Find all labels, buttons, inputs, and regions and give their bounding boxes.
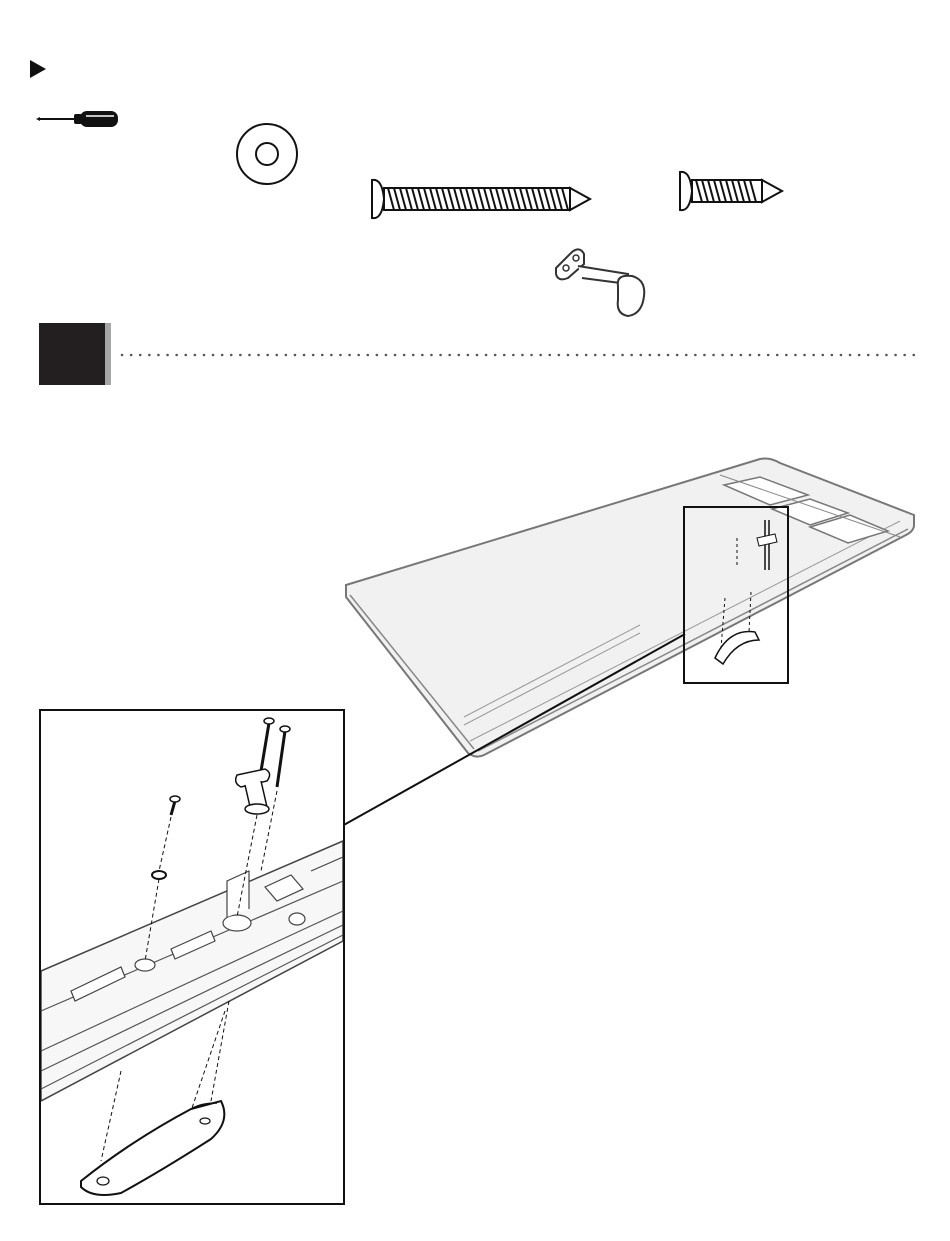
play-arrow-icon	[28, 58, 48, 80]
callout-leader-line	[340, 630, 690, 830]
phillips-screwdriver-icon	[36, 108, 120, 130]
detail-callout-box	[683, 506, 789, 684]
detail-zoom-view	[39, 709, 345, 1205]
l-bracket-icon	[548, 238, 648, 322]
dotted-divider	[120, 352, 920, 358]
short-pan-head-screw-icon	[676, 166, 786, 216]
washer-icon	[235, 122, 299, 186]
long-pan-head-screw-icon	[368, 174, 594, 224]
step-badge-icon	[39, 323, 113, 387]
